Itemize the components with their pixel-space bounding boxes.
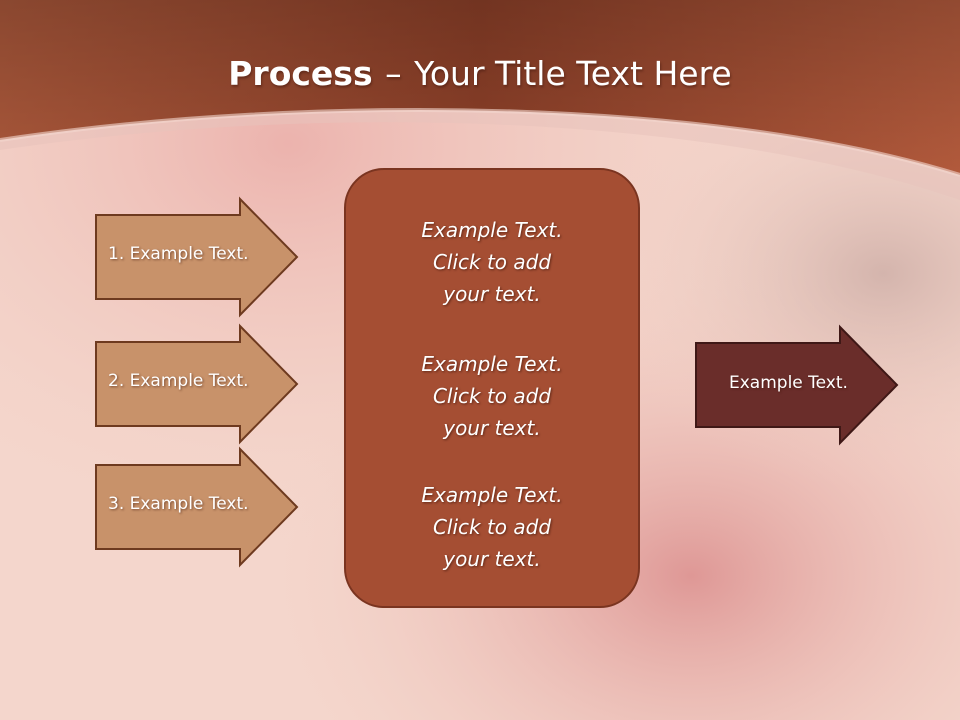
step-label: 3. Example Text. xyxy=(108,494,249,514)
center-text-line: Click to add xyxy=(432,515,552,539)
center-text-block-1: Example Text. Click to add your text. xyxy=(346,214,638,310)
center-text-block-2: Example Text. Click to add your text. xyxy=(346,348,638,444)
center-text-line: Example Text. xyxy=(421,218,563,242)
center-text-line: Example Text. xyxy=(421,483,563,507)
arrow-shape xyxy=(95,446,299,568)
slide-title: Process – Your Title Text Here xyxy=(0,52,960,96)
step-arrow-1: 1. Example Text. xyxy=(95,196,299,318)
arrow-shape xyxy=(95,323,299,445)
arrow-shape xyxy=(95,196,299,318)
output-arrow: Example Text. xyxy=(695,324,899,446)
step-arrow-2: 2. Example Text. xyxy=(95,323,299,445)
title-bold: Process xyxy=(228,54,373,93)
arrow-shape xyxy=(695,324,899,446)
step-arrow-3: 3. Example Text. xyxy=(95,446,299,568)
center-text-block-3: Example Text. Click to add your text. xyxy=(346,479,638,575)
center-text-line: your text. xyxy=(443,282,541,306)
center-text-line: Click to add xyxy=(432,250,552,274)
step-label: 1. Example Text. xyxy=(108,244,249,264)
output-label: Example Text. xyxy=(729,373,848,393)
step-label: 2. Example Text. xyxy=(108,371,249,391)
center-process-box: Example Text. Click to add your text. Ex… xyxy=(344,168,640,608)
title-text: Your Title Text Here xyxy=(414,54,732,93)
center-text-line: Example Text. xyxy=(421,352,563,376)
center-text-line: your text. xyxy=(443,547,541,571)
center-text-line: your text. xyxy=(443,416,541,440)
title-separator: – xyxy=(385,54,402,93)
center-text-line: Click to add xyxy=(432,384,552,408)
